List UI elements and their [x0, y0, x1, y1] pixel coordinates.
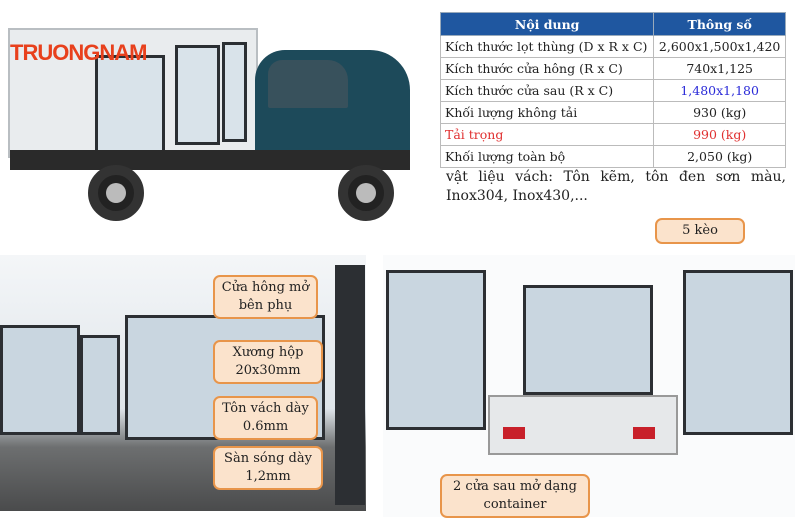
- wheel: [88, 165, 144, 221]
- material-note: Inox304, Inox430,...: [446, 188, 588, 204]
- row-value: 2,600x1,500x1,420: [653, 35, 786, 58]
- open-door: [335, 265, 365, 505]
- row-value: 1,480x1,180: [653, 79, 786, 102]
- truck-rear: [488, 395, 678, 455]
- rear-door-left: [386, 270, 486, 430]
- callout-bows: 5 kèo: [655, 218, 745, 244]
- callout-text: Xương hộp: [232, 345, 304, 360]
- rear-doors-photo: [383, 255, 795, 517]
- callout-text: container: [483, 497, 547, 512]
- callout-floor: Sàn sóng dày 1,2mm: [213, 446, 323, 490]
- callout-text: 20x30mm: [235, 363, 301, 378]
- tail-light: [633, 427, 655, 439]
- callout-frame: Xương hộp 20x30mm: [213, 340, 323, 384]
- table-header: Nội dung: [439, 12, 655, 36]
- cargo-box-interior: [523, 285, 653, 395]
- side-door-panel: [80, 335, 120, 435]
- callout-text: Tôn vách dày: [222, 401, 309, 416]
- callout-text: 0.6mm: [242, 419, 289, 434]
- callout-text: Sàn sóng dày: [224, 451, 312, 466]
- tail-light: [503, 427, 525, 439]
- callout-text: 5 kèo: [682, 223, 718, 238]
- row-label: Kích thước cửa hông (R x C): [439, 57, 655, 80]
- callout-wall: Tôn vách dày 0.6mm: [213, 396, 318, 440]
- table-row: Kích thước lọt thùng (D x R x C)2,600x1,…: [439, 35, 786, 58]
- wheel: [338, 165, 394, 221]
- rear-door-right: [683, 270, 793, 435]
- material-note: vật liệu vách: Tôn kẽm, tôn đen sơn màu,: [446, 169, 786, 185]
- row-value: 930 (kg): [653, 101, 786, 124]
- side-door: [175, 45, 220, 145]
- row-label: Kích thước lọt thùng (D x R x C): [439, 35, 655, 58]
- table-row: Kích thước cửa hông (R x C)740x1,125: [439, 57, 786, 80]
- row-value: 990 (kg): [653, 123, 786, 146]
- row-value: 2,050 (kg): [653, 145, 786, 168]
- wall-panel: [0, 325, 80, 435]
- brand-logo: TRUONGNAM: [10, 40, 147, 65]
- table-row: Kích thước cửa sau (R x C)1,480x1,180: [439, 79, 786, 102]
- callout-text: 1,2mm: [245, 469, 291, 484]
- callout-text: 2 cửa sau mở dạng: [453, 479, 577, 494]
- callout-side-door: Cửa hông mở bên phụ: [213, 275, 318, 319]
- row-label: Khối lượng toàn bộ: [439, 145, 655, 168]
- row-label: Tải trọng: [439, 123, 655, 146]
- callout-rear-doors: 2 cửa sau mở dạng container: [440, 474, 590, 518]
- row-label: Khối lượng không tải: [439, 101, 655, 124]
- table-header: Thông số: [653, 12, 786, 36]
- row-label: Kích thước cửa sau (R x C): [439, 79, 655, 102]
- callout-text: bên phụ: [238, 298, 293, 313]
- chassis: [10, 150, 410, 170]
- truck-photo: TRUONGNAM: [0, 0, 420, 222]
- side-door: [95, 55, 165, 153]
- callout-text: Cửa hông mở: [221, 280, 310, 295]
- row-value: 740x1,125: [653, 57, 786, 80]
- rear-door: [222, 42, 247, 142]
- cab-window: [268, 60, 348, 108]
